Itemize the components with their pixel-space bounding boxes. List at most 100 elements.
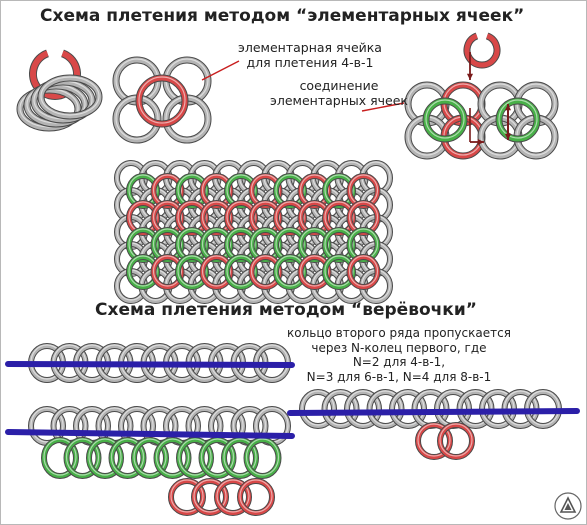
rope-line [5,361,295,368]
ring-highlight [346,390,380,426]
ring-highlight [170,479,204,513]
ring [224,254,258,290]
ring [389,389,427,429]
ring-highlight [250,255,281,287]
ring [248,254,283,290]
rope-lines [5,361,580,439]
pointer-line [361,102,405,112]
open-ring [29,49,81,100]
triangle-logo-icon [554,492,582,520]
ring-body [464,33,500,68]
label-rope-rule-line: кольцо второго ряда пропускается [287,326,511,340]
label-elementary-cell: элементарная ячейка для плетения 4-в-1 [238,40,382,70]
ring [243,437,282,479]
ring-highlight [178,438,212,476]
ring-highlight [301,390,335,426]
ring-highlight [65,438,100,476]
ring [135,74,189,128]
label-rope-rule-line: N=2 для 4-в-1, [352,355,446,369]
ring-highlight [40,76,100,116]
ring-highlight [458,390,493,426]
label-elementary-cell-line: для плетения 4-в-1 [246,55,374,70]
rope-line [5,429,295,439]
label-rope-rule-line: через N-колец первого, где [311,340,487,355]
ring [321,389,360,429]
title-rope-method: Схема плетения методом “верёвочки” [95,300,477,320]
ring-body [30,50,80,99]
arrow-head [477,138,484,146]
label-elementary-cell-line: элементарная ячейка [238,40,382,55]
ring [415,422,453,460]
ring-highlight [88,438,122,476]
ring [366,389,405,429]
ring-highlight [503,390,538,426]
ring [176,437,214,479]
ring-highlight [245,438,280,476]
arrow-layer [201,52,512,146]
ring-highlight [348,255,379,287]
ring-highlight [223,438,257,476]
ring [299,389,337,429]
label-rope-rule: кольцо второго ряда пропускается через N… [287,326,511,384]
arrow-head [466,73,474,80]
ring [63,437,102,479]
ring [191,478,229,516]
ring-highlight [128,255,158,287]
ring [126,254,160,290]
ring [346,254,381,290]
ring-highlight [498,99,538,139]
ring-highlight [30,407,64,443]
label-cell-join-line: соединение [299,78,379,93]
ring [150,254,185,290]
ring [344,389,382,429]
ring [495,97,541,143]
rope-line [287,408,580,416]
label-cell-join: соединение элементарных ячеек [270,78,408,108]
ring-highlight [43,438,77,476]
label-cell-join-line: элементарных ячеек [270,93,408,108]
title-elementary-cells: Схема плетения методом “элементарных яче… [40,6,525,26]
ring-highlight [177,255,207,287]
ring [297,254,332,290]
ring-highlight [439,423,473,457]
ring-highlight [110,438,145,476]
ring [175,254,209,290]
ring [214,478,252,516]
ring-highlight [481,390,515,426]
ring [422,97,468,143]
ring [273,254,307,290]
ring-highlight [200,438,235,476]
ring [221,437,259,479]
label-rope-rule-line: N=3 для 6-в-1, N=4 для 8-в-1 [306,369,492,384]
ring-highlight [324,255,354,287]
open-ring [463,32,501,69]
ring-layer [16,32,562,516]
ring-highlight [417,423,451,457]
ring-highlight [368,390,403,426]
ring [108,437,147,479]
ring-highlight [391,390,425,426]
ring [198,437,237,479]
ring [322,254,356,290]
ring-highlight [193,479,227,513]
arrow-head [504,133,512,140]
ring-highlight [216,479,250,513]
ring-highlight [323,390,358,426]
ring [131,437,169,479]
ring [237,478,275,516]
ring-highlight [138,76,186,124]
ring [153,437,192,479]
ring-highlight [155,438,190,476]
ring [86,437,124,479]
ring [41,437,79,479]
ring-highlight [299,255,330,287]
ring-highlight [239,479,273,513]
ring [437,422,475,460]
ring-highlight [425,99,465,139]
ring-highlight [152,255,183,287]
ring-highlight [133,438,167,476]
ring-highlight [275,255,305,287]
ring-highlight [526,390,560,426]
ring-highlight [201,255,232,287]
